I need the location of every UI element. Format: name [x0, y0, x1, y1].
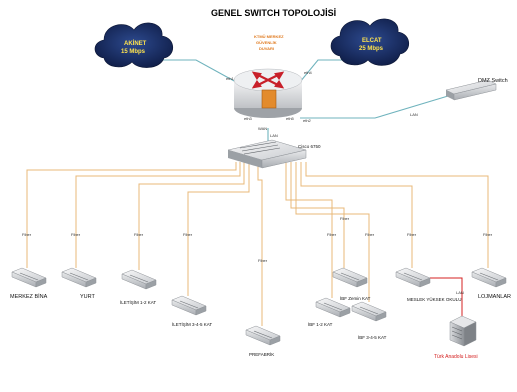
link-merkez: [26, 162, 237, 268]
switch-iletisim345: [171, 295, 207, 316]
node-label-merkez: MERKEZ BİNA: [10, 293, 48, 300]
link-iletisim12: [138, 162, 245, 270]
cloud-akinet: AKİNET 15 Mbps: [94, 22, 174, 68]
link-akinet-firewall: [150, 59, 237, 83]
firewall-label-3: DUVARI: [259, 46, 274, 51]
node-label-ibf345: İBF 3-4-5 KAT: [358, 334, 387, 340]
fiber-label-ilet12: Fiber: [134, 232, 144, 237]
port-eth4: eth4: [304, 70, 313, 75]
cloud-elcat-name: ELCAT: [362, 38, 382, 44]
router-arrows-icon: [251, 71, 285, 89]
cloud-akinet-name: AKİNET: [124, 40, 147, 47]
node-label-iletisim12: İLETİŞİM 1-2 KAT: [120, 299, 156, 305]
node-label-prefabrik: PREFABRİK: [249, 351, 274, 357]
access-switches: [11, 267, 507, 346]
dmz-switch-label: DMZ Switch: [478, 78, 508, 84]
switch-lojman: [471, 267, 507, 288]
cloud-elcat: ELCAT 25 Mbps: [330, 18, 410, 66]
port-eth5: eth5: [286, 116, 295, 121]
link-myo: [300, 162, 413, 268]
switch-ibf12: [315, 297, 351, 318]
switch-ibfzemin: [332, 267, 368, 288]
node-labels: MERKEZ BİNA YURT İLETİŞİM 1-2 KAT İLETİŞ…: [10, 293, 511, 357]
firewall-brick-icon: [261, 89, 277, 109]
node-label-lojman: LOJMANLAR: [478, 294, 511, 300]
link-yurt: [75, 162, 241, 268]
switch-prefabrik: [245, 325, 281, 346]
port-eth1: eth1: [226, 76, 235, 81]
node-label-iletisim345: İLETİŞİM 3-4-5 KAT: [172, 321, 212, 327]
node-label-ibf12: İBF 1-2 KAT: [308, 321, 333, 327]
link-ibfzemin: [290, 162, 345, 268]
fiber-label-ibf12: Fiber: [327, 232, 337, 237]
node-label-myo: MESLEK YÜKSEK OKULU: [407, 296, 461, 302]
link-ibf12: [285, 162, 333, 298]
school-server: Türk Anadolu Lisesi: [434, 315, 478, 360]
diagram-title: GENEL SWITCH TOPOLOJİSİ: [211, 8, 336, 18]
fiber-label-prefabrik: Fiber: [258, 258, 268, 263]
port-eth2: eth2: [303, 118, 312, 123]
fiber-label-merkez: Fiber: [22, 232, 32, 237]
switch-yurt: [61, 267, 97, 288]
link-iletisim345: [187, 162, 250, 296]
node-label-yurt: YURT: [80, 294, 96, 300]
link-prefabrik: [257, 162, 263, 326]
lise-link-label: LAN: [456, 290, 464, 295]
fiber-label-ilet345: Fiber: [183, 232, 193, 237]
firewall-label-2: GÜVENLİK: [256, 40, 277, 45]
link-ibf345: [295, 162, 370, 302]
core-switch-label: Cisco 6750: [298, 144, 321, 149]
cloud-akinet-speed: 15 Mbps: [121, 49, 146, 55]
fiber-links: [26, 162, 489, 326]
switch-merkez: [11, 267, 47, 288]
port-lan: LAN: [270, 133, 278, 138]
core-switch: Cisco 6750: [227, 139, 321, 169]
dmz-link-label: LAN: [410, 112, 418, 117]
firewall-label-1: KTMÜ MERKEZ: [254, 34, 284, 39]
port-eth3: eth3: [244, 116, 253, 121]
node-label-ibfzemin: İBF Zemin KAT: [340, 295, 371, 301]
link-myo-lise: [430, 277, 463, 318]
cloud-elcat-speed: 25 Mbps: [359, 46, 384, 52]
switch-ibf345: [351, 301, 387, 322]
firewall-router: KTMÜ MERKEZ GÜVENLİK DUVARI: [233, 34, 303, 118]
port-wan: WAN: [258, 126, 267, 131]
link-lojman: [305, 162, 489, 268]
fiber-labels: Fiber Fiber Fiber Fiber Fiber Fiber Fibe…: [22, 216, 493, 295]
switch-myo: [395, 267, 431, 288]
dmz-switch: DMZ Switch: [445, 78, 508, 101]
switch-iletisim12: [121, 269, 157, 290]
fiber-label-lojman: Fiber: [483, 232, 493, 237]
fiber-label-yurt: Fiber: [71, 232, 81, 237]
school-label: Türk Anadolu Lisesi: [434, 354, 478, 360]
fiber-label-myo: Fiber: [407, 232, 417, 237]
link-firewall-dmz: [300, 95, 449, 119]
fiber-label-ibfzemin: Fiber: [340, 216, 350, 221]
fiber-label-ibf345: Fiber: [365, 232, 375, 237]
